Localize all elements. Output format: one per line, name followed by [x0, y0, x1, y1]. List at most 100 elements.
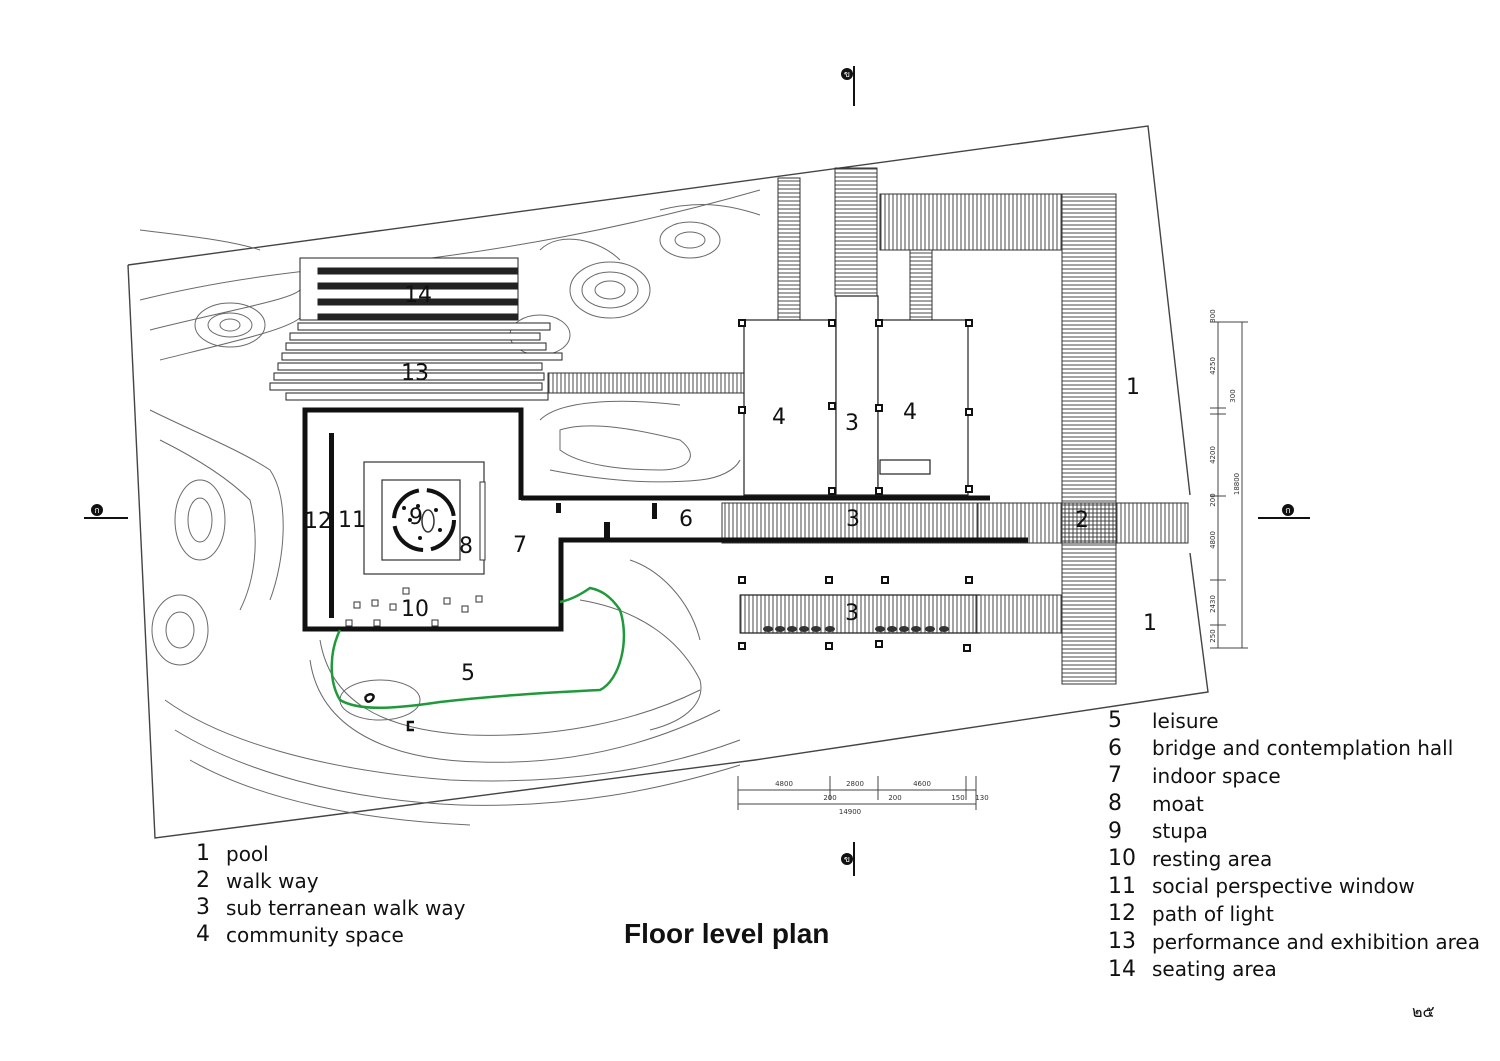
legend-num: 10	[1108, 846, 1136, 872]
area-label-1a: 1	[1126, 375, 1140, 400]
area-label-11: 11	[338, 508, 366, 533]
legend-num: 3	[196, 895, 210, 920]
dim-bottom-2: 2800	[846, 780, 864, 788]
dim-right-7: 2430	[1209, 595, 1217, 613]
legend-num: 1	[196, 841, 210, 866]
legend-num: 11	[1108, 873, 1136, 899]
legend-label: walk way	[226, 868, 319, 893]
dim-right-6: 4800	[1209, 531, 1217, 549]
legend-label: leisure	[1152, 708, 1219, 733]
dim-right-1: 300	[1209, 309, 1217, 322]
legend-item: 4 community space	[196, 921, 465, 948]
seating-area-steps	[269, 257, 563, 401]
legend-num: 4	[196, 922, 210, 947]
legend-label: bridge and contemplation hall	[1152, 736, 1454, 761]
legend-num: 5	[1108, 708, 1122, 734]
legend-item: 8 moat	[1108, 790, 1480, 818]
area-label-3a: 3	[845, 411, 859, 436]
legend-item: 7 indoor space	[1108, 762, 1480, 790]
legend-label: moat	[1152, 791, 1204, 816]
dim-bottom-7: 130	[975, 794, 988, 802]
legend-label: social perspective window	[1152, 874, 1415, 899]
dim-bottom-1: 4800	[775, 780, 793, 788]
building-walls	[302, 407, 1028, 632]
dim-bottom-6: 150	[951, 794, 964, 802]
planters	[763, 626, 949, 632]
area-label-2: 2	[1075, 508, 1089, 533]
dimension-labels-bottom: 4800 2800 4600 200 200 150 130 14900	[775, 780, 989, 816]
area-label-3b: 3	[846, 507, 860, 532]
legend-num: 14	[1108, 956, 1136, 982]
community-space-blocks	[740, 295, 980, 634]
dim-right-8: 250	[1209, 629, 1217, 642]
legend-label: community space	[226, 922, 404, 947]
area-label-8: 8	[459, 534, 473, 559]
plan-title: Floor level plan	[624, 918, 830, 949]
dim-right-total: 18800	[1233, 473, 1241, 495]
benches	[364, 693, 414, 732]
legend-item: 2 walk way	[196, 867, 465, 894]
legend-num: 13	[1108, 929, 1136, 955]
legend-label: resting area	[1152, 846, 1273, 871]
section-marker-left: ก	[94, 506, 99, 516]
dimension-line-right	[1210, 321, 1248, 649]
legend-label: performance and exhibition area	[1152, 929, 1480, 954]
dim-bottom-3: 4600	[913, 780, 931, 788]
page-number: ๒๕	[1412, 1002, 1435, 1021]
section-marker-top: ข	[844, 70, 850, 80]
section-marker-bottom: ข	[844, 855, 850, 865]
dim-bottom-5: 200	[888, 794, 901, 802]
legend-label: pool	[226, 841, 269, 866]
dim-right-3: 300	[1229, 389, 1237, 402]
legend-label: path of light	[1152, 901, 1274, 926]
legend-num: 2	[196, 868, 210, 893]
legend-item: 13 performance and exhibition area	[1108, 928, 1480, 956]
area-label-14: 14	[404, 283, 432, 308]
legend-item: 12 path of light	[1108, 900, 1480, 928]
legend-num: 8	[1108, 791, 1122, 817]
legend-label: stupa	[1152, 819, 1208, 844]
dim-right-2: 4250	[1209, 357, 1217, 375]
dim-right-4: 4200	[1209, 446, 1217, 464]
moat-and-stupa	[363, 461, 486, 575]
area-labels: 1 1 2 3 3 3 4 4 5 6 7 8 9 10 11 12 13 14	[304, 283, 1157, 686]
legend-item: 11 social perspective window	[1108, 873, 1480, 901]
area-label-4a: 4	[772, 405, 786, 430]
area-label-6: 6	[679, 507, 693, 532]
leisure-boundary	[330, 586, 626, 710]
area-label-7: 7	[513, 533, 527, 558]
area-label-10: 10	[401, 597, 429, 622]
area-label-5: 5	[461, 661, 475, 686]
legend-label: indoor space	[1152, 763, 1281, 788]
legend-num: 12	[1108, 901, 1136, 927]
area-label-13: 13	[401, 361, 429, 386]
legend-item: 10 resting area	[1108, 845, 1480, 873]
section-marker-labels: ข ข ก ก	[94, 70, 1290, 865]
legend-item: 1 pool	[196, 840, 465, 867]
area-label-12: 12	[304, 509, 332, 534]
area-label-9: 9	[409, 505, 423, 530]
area-label-1b: 1	[1143, 611, 1157, 636]
dim-bottom-4: 200	[823, 794, 836, 802]
area-label-3c: 3	[845, 601, 859, 626]
resting-area-seats	[345, 587, 483, 627]
wall-fins	[329, 433, 657, 618]
columns	[738, 319, 973, 652]
terrain-contours	[139, 189, 761, 826]
section-markers	[84, 66, 1310, 876]
legend-label: seating area	[1152, 957, 1277, 982]
site-boundary	[127, 125, 1209, 839]
dim-right-5: 200	[1209, 493, 1217, 506]
dimension-line-bottom	[737, 776, 977, 810]
area-label-4b: 4	[903, 400, 917, 425]
section-marker-right: ก	[1285, 506, 1290, 516]
dim-bottom-total: 14900	[839, 808, 861, 816]
legend-num: 7	[1108, 763, 1122, 789]
dimension-labels-right: 300 4250 300 4200 200 4800 2430 250 1880…	[1209, 309, 1241, 642]
